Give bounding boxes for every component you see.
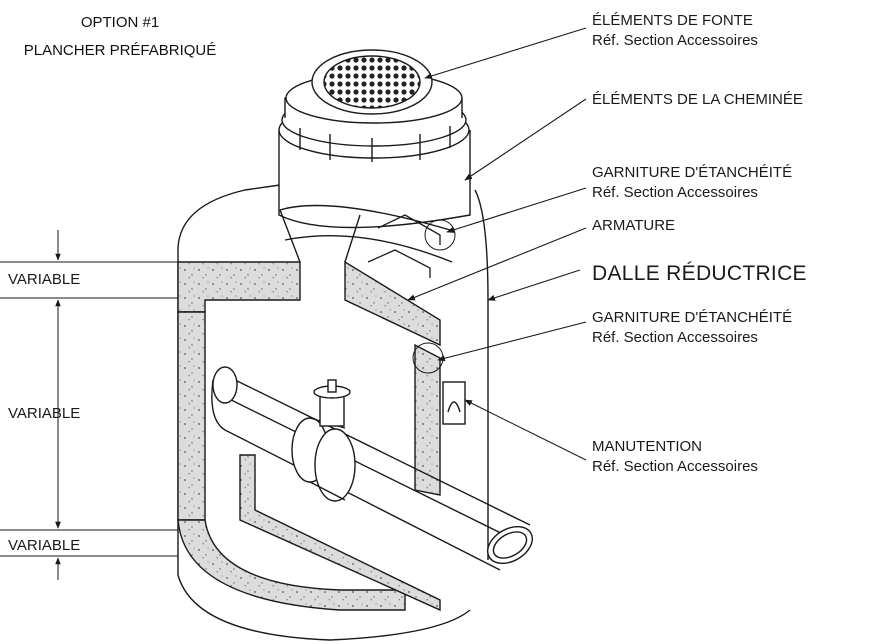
pipe-and-valve <box>211 366 533 571</box>
label-garniture-mid-ref: Réf. Section Accessoires <box>592 329 758 346</box>
reducing-slab <box>177 204 453 347</box>
label-fonte-ref: Réf. Section Accessoires <box>592 32 758 49</box>
right-wall-section <box>414 343 466 496</box>
dimension-label-top: VARIABLE <box>8 271 81 288</box>
label-armature: ARMATURE <box>592 217 676 234</box>
label-cheminee: ÉLÉMENTS DE LA CHEMINÉE <box>592 91 803 108</box>
label-garniture-top-ref: Réf. Section Accessoires <box>592 184 758 201</box>
dimension-label-bottom: VARIABLE <box>8 537 81 554</box>
label-dalle: DALLE RÉDUCTRICE <box>592 262 807 285</box>
label-garniture-top: GARNITURE D'ÉTANCHÉITÉ <box>592 164 793 181</box>
leader-lines <box>407 27 587 461</box>
dimension-label-middle: VARIABLE <box>8 405 81 422</box>
title-line-2: PLANCHER PRÉFABRIQUÉ <box>23 42 217 59</box>
label-fonte: ÉLÉMENTS DE FONTE <box>592 12 753 29</box>
chimney <box>278 49 471 229</box>
left-wall-section <box>177 311 206 521</box>
title-line-1: OPTION #1 <box>80 14 160 31</box>
dimension-lines <box>0 230 178 580</box>
floor-slab <box>177 454 441 612</box>
label-garniture-mid: GARNITURE D'ÉTANCHÉITÉ <box>592 309 793 326</box>
label-manutention-ref: Réf. Section Accessoires <box>592 458 758 475</box>
label-manutention: MANUTENTION <box>592 438 702 455</box>
rebar-armature <box>367 214 441 278</box>
